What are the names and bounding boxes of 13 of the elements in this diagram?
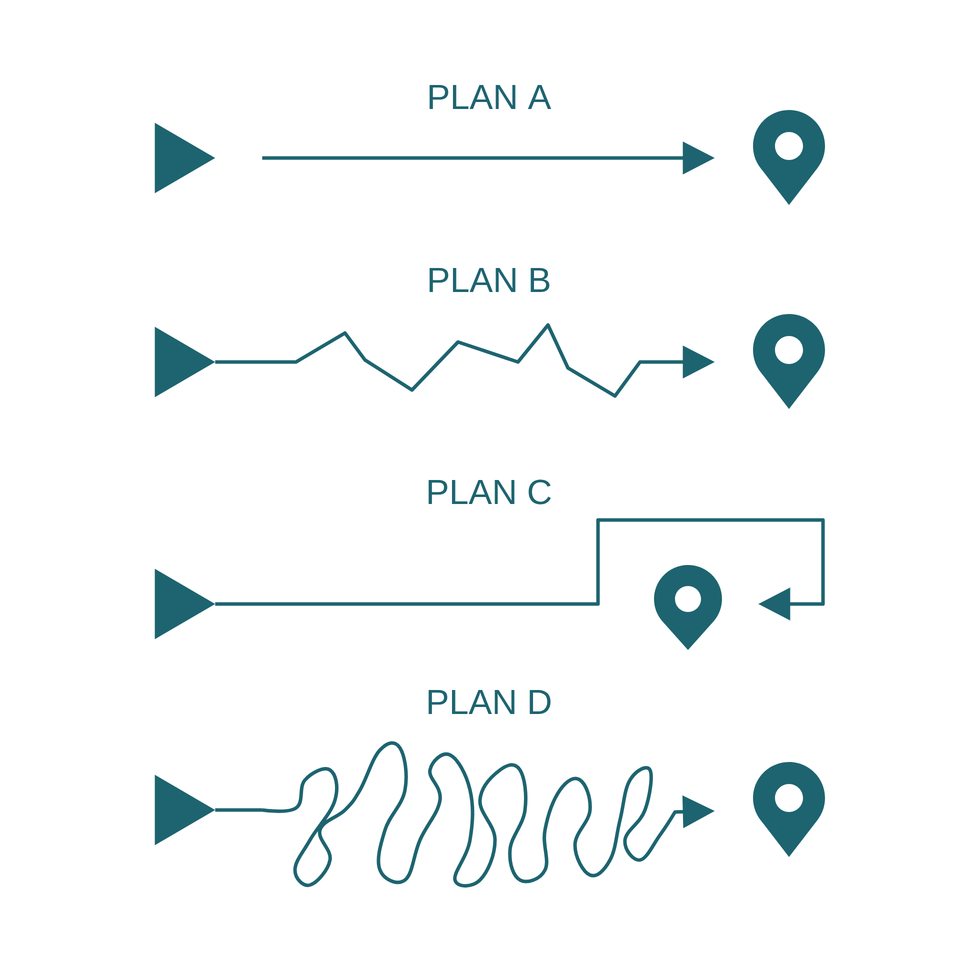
start-triangle [154, 568, 216, 640]
location-pin [753, 314, 825, 409]
start-triangle [154, 122, 216, 194]
arrow [215, 518, 825, 620]
start-triangle [154, 326, 216, 398]
plan-title: PLAN D [428, 690, 550, 714]
plan-title: PLAN A [430, 84, 552, 110]
location-pin [654, 565, 722, 650]
start-triangle [154, 774, 216, 846]
location-pin [753, 110, 825, 205]
location-pin [753, 762, 825, 857]
plan-title: PLAN C [428, 480, 551, 504]
plan-title: PLAN B [430, 268, 550, 292]
